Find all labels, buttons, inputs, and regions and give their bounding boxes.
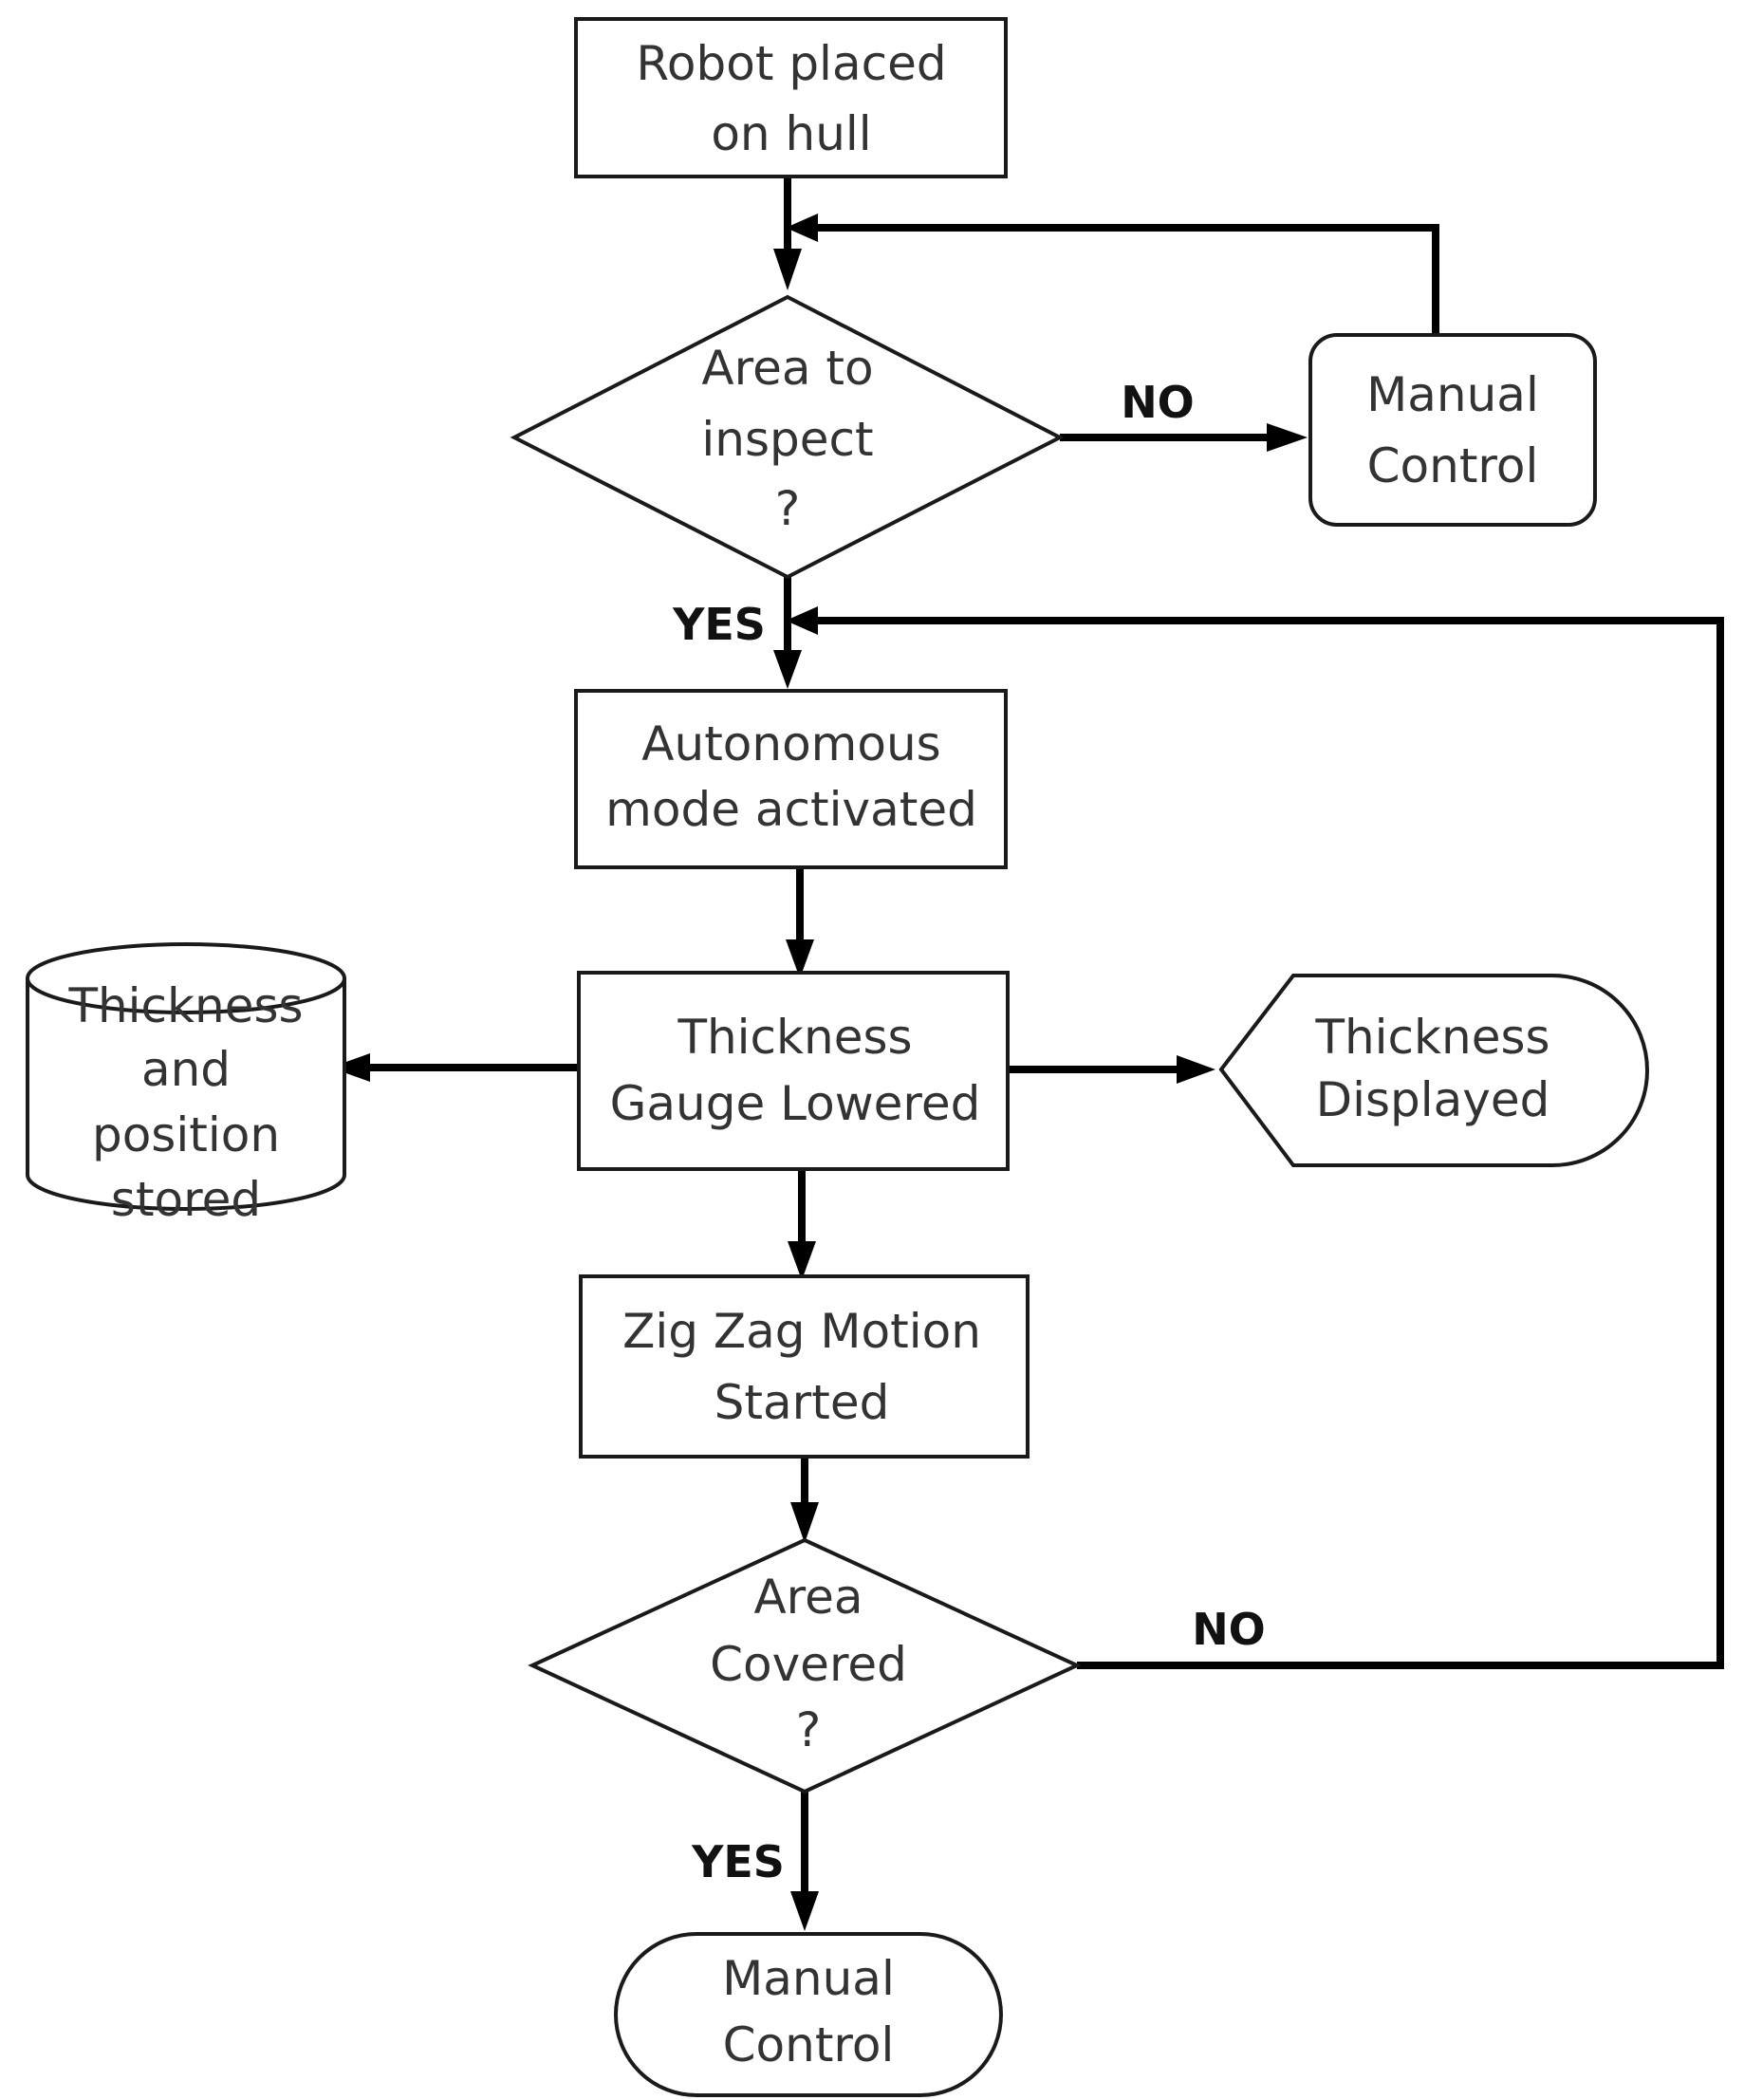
arrowheads [330, 214, 1308, 1931]
area-covered-label-line2: Covered [710, 1637, 907, 1692]
node-manual-control-top-box [1308, 333, 1597, 527]
node-manual-control-end-terminator [614, 1932, 1003, 2097]
edge-labels: NO YES NO YES [672, 377, 1266, 1887]
connectors [362, 177, 1724, 1898]
node-thickness-gauge-box [577, 971, 1010, 1171]
arrowhead-inspect-no [1267, 423, 1308, 452]
node-area-covered-diamond [528, 1537, 1082, 1794]
area-to-inspect-label-line1: Area to [701, 341, 873, 396]
connector-covered-no-loop [810, 617, 1724, 1669]
area-to-inspect-label-line3: ? [775, 481, 801, 536]
robot-placed-label-line2: on hull [711, 106, 871, 161]
arrowhead-robot-to-decision [773, 249, 802, 290]
thickness-displayed-label-line2: Displayed [1316, 1072, 1550, 1127]
autonomous-mode-label-line1: Autonomous [641, 716, 940, 771]
area-to-inspect-label-line2: inspect [701, 412, 873, 467]
zigzag-motion-label-line2: Started [714, 1375, 890, 1430]
node-labels: Robot placed on hull Area to inspect ? M… [67, 36, 1549, 2072]
arrowhead-autonomous-to-gauge [786, 939, 814, 978]
edge-label-covered-no: NO [1192, 1604, 1266, 1655]
edge-label-inspect-yes: YES [672, 599, 766, 650]
autonomous-mode-label-line2: mode activated [605, 782, 977, 837]
thickness-stored-label-line3: position [92, 1107, 280, 1162]
node-thickness-displayed-shape [1218, 974, 1649, 1167]
arrowhead-manual-loopback [786, 214, 818, 242]
arrowhead-gauge-to-stored [330, 1053, 370, 1082]
thickness-stored-label-line1: Thickness [67, 978, 303, 1033]
arrowhead-covered-yes [790, 1891, 819, 1931]
arrowhead-gauge-to-displayed [1177, 1055, 1215, 1084]
node-autonomous-mode-box [574, 689, 1008, 869]
node-zigzag-motion-box [579, 1274, 1030, 1459]
arrowhead-inspect-yes [773, 650, 802, 689]
manual-control-end-label-line2: Control [723, 2017, 895, 2072]
manual-control-top-label-line2: Control [1367, 438, 1539, 493]
manual-control-end-label-line1: Manual [722, 1951, 895, 2006]
connector-manual-loopback [810, 224, 1439, 335]
thickness-gauge-label-line2: Gauge Lowered [610, 1076, 981, 1131]
arrowhead-covered-no-loop [786, 606, 818, 635]
thickness-stored-label-line2: and [141, 1042, 231, 1097]
zigzag-motion-label-line1: Zig Zag Motion [622, 1304, 981, 1359]
robot-placed-label-line1: Robot placed [636, 36, 946, 91]
node-area-to-inspect-diamond [510, 294, 1065, 580]
area-covered-label-line1: Area [753, 1570, 863, 1625]
manual-control-top-label-line1: Manual [1366, 367, 1539, 422]
edge-label-covered-yes: YES [691, 1836, 785, 1887]
edge-label-inspect-no: NO [1121, 377, 1195, 428]
node-robot-placed-box [574, 17, 1008, 178]
area-covered-label-line3: ? [796, 1702, 822, 1757]
arrowhead-zigzag-to-covered [790, 1502, 819, 1543]
thickness-gauge-label-line1: Thickness [677, 1010, 912, 1065]
arrowhead-gauge-to-zigzag [788, 1241, 816, 1280]
thickness-stored-label-line4: stored [111, 1172, 261, 1227]
node-thickness-stored-cylinder [26, 942, 346, 1211]
thickness-displayed-label-line1: Thickness [1314, 1010, 1549, 1065]
node-shapes [26, 17, 1649, 2097]
